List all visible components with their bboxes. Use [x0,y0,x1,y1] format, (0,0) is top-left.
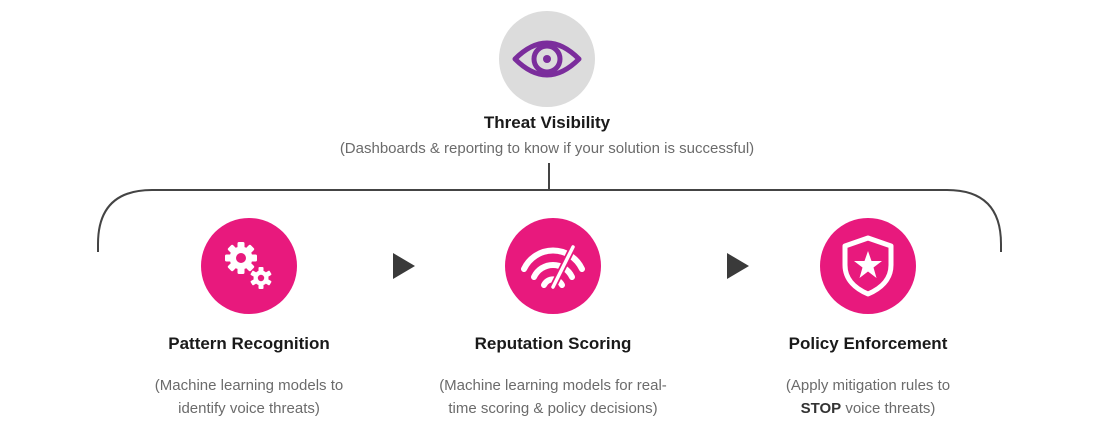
gauge-icon [521,243,585,291]
reputation-scoring-desc-line2: time scoring & policy decisions) [448,400,658,417]
arrow-right-icon [727,253,749,279]
pattern-recognition-title: Pattern Recognition [168,334,330,353]
policy-enforcement-desc-line2-rest: voice threats) [841,400,936,417]
gears-icon [225,242,272,289]
policy-enforcement-desc: (Apply mitigation rules to STOP voice th… [718,374,1018,420]
reputation-scoring-desc-line1: (Machine learning models for real- [439,377,667,394]
connector-arc [97,189,1002,252]
policy-enforcement-circle [820,218,916,314]
shield-star-icon [842,235,894,297]
reputation-scoring-title: Reputation Scoring [474,334,632,353]
eye-icon [512,40,582,78]
arrow-right-icon [393,253,415,279]
stop-emphasis: STOP [800,400,842,417]
policy-enforcement-desc-line1: (Apply mitigation rules to [785,377,951,394]
threat-visibility-circle [499,11,595,107]
threat-visibility-title: Threat Visibility [483,113,611,132]
pattern-recognition-circle [201,218,297,314]
pattern-recognition-desc-line1: (Machine learning models to [154,377,344,394]
pattern-recognition-desc-line2: identify voice threats) [178,400,320,417]
pattern-recognition-desc: (Machine learning models to identify voi… [99,374,399,420]
threat-visibility-subtitle: (Dashboards & reporting to know if your … [339,140,755,157]
policy-enforcement-title: Policy Enforcement [788,334,948,353]
reputation-scoring-desc: (Machine learning models for real- time … [403,374,703,420]
policy-enforcement-desc-line2: STOP voice threats) [718,397,1018,420]
reputation-scoring-circle [505,218,601,314]
